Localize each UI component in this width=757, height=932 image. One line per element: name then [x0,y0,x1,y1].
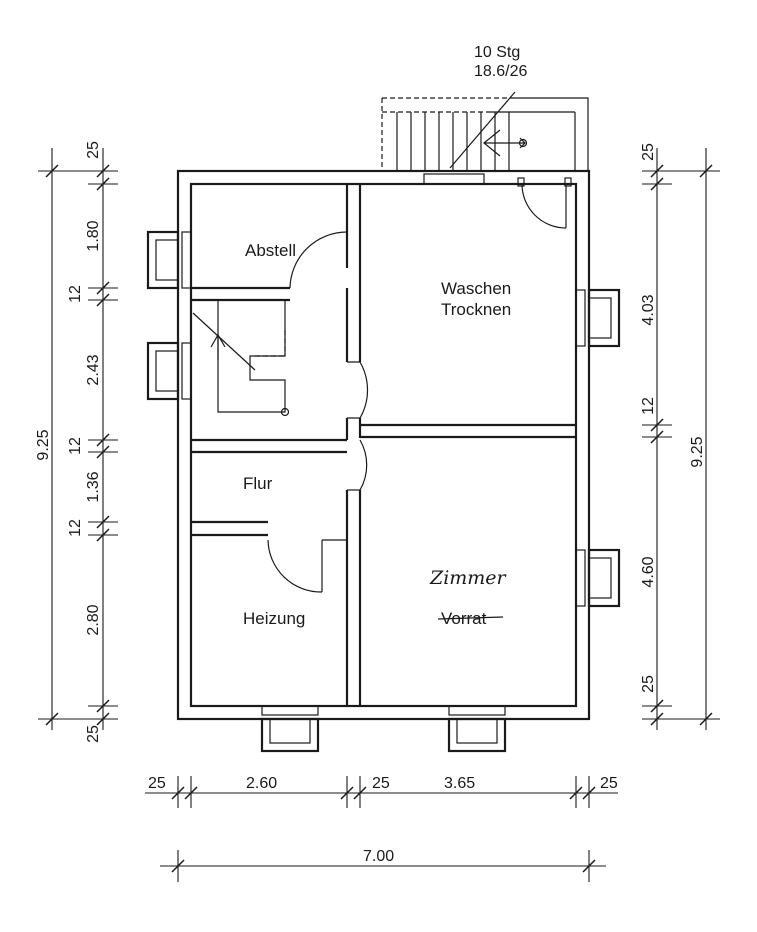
dim-right-seg-2: 4.03 [640,294,657,325]
dim-bottom-total: 7.00 [363,848,394,865]
stair-ratio-label: 18.6/26 [474,63,527,80]
dim-right-seg-1: 25 [640,143,657,161]
dim-bottom-seg-4: 3.65 [444,775,475,792]
dim-bottom-seg-2: 2.60 [246,775,277,792]
room-label-flur: Flur [243,474,273,493]
dim-left-total: 9.25 [35,429,52,460]
dim-bottom-seg-1: 25 [148,775,166,792]
dim-left-seg-8: 2.80 [85,604,102,635]
bottom-dimension-chain: 25 2.60 25 3.65 25 7.00 [145,775,618,882]
dim-left-seg-9: 25 [85,725,102,743]
right-dimension-chain: 25 4.03 12 4.60 25 9.25 [640,143,720,730]
left-dimension-chain: 9.25 25 1.80 12 2.43 12 1.36 12 2.80 25 [35,141,118,743]
stair-steps-label: 10 Stg [474,44,520,61]
dim-right-total: 9.25 [689,436,706,467]
strikethrough-line [437,616,504,620]
dim-left-seg-4: 2.43 [85,354,102,385]
stair-annotation: 10 Stg 18.6/26 [474,44,527,80]
windows [146,173,621,753]
dim-left-seg-1: 25 [85,141,102,159]
interior-stair [192,300,290,417]
room-label-abstell: Abstell [245,241,296,260]
room-label-heizung: Heizung [243,609,305,628]
dim-left-seg-5: 12 [67,437,84,455]
dim-left-seg-6: 1.36 [85,471,102,502]
dim-right-seg-3: 12 [640,397,657,415]
room-label-waschen: Waschen [441,279,511,298]
dim-left-seg-2: 1.80 [85,220,102,251]
dim-left-seg-7: 12 [67,519,84,537]
exterior-stair [381,91,589,170]
outer-walls [176,169,591,721]
room-label-trocknen: Trocknen [441,300,511,319]
dim-right-seg-4: 4.60 [640,556,657,587]
room-label-zimmer-handwritten: Zimmer [429,567,508,589]
dim-bottom-seg-3: 25 [372,775,390,792]
doors [267,177,572,593]
dim-bottom-seg-5: 25 [600,775,618,792]
interior-walls [191,184,576,706]
dim-right-seg-5: 25 [640,675,657,693]
room-labels: Abstell Waschen Trocknen Flur Heizung Zi… [243,241,511,628]
dim-left-seg-3: 12 [67,285,84,303]
